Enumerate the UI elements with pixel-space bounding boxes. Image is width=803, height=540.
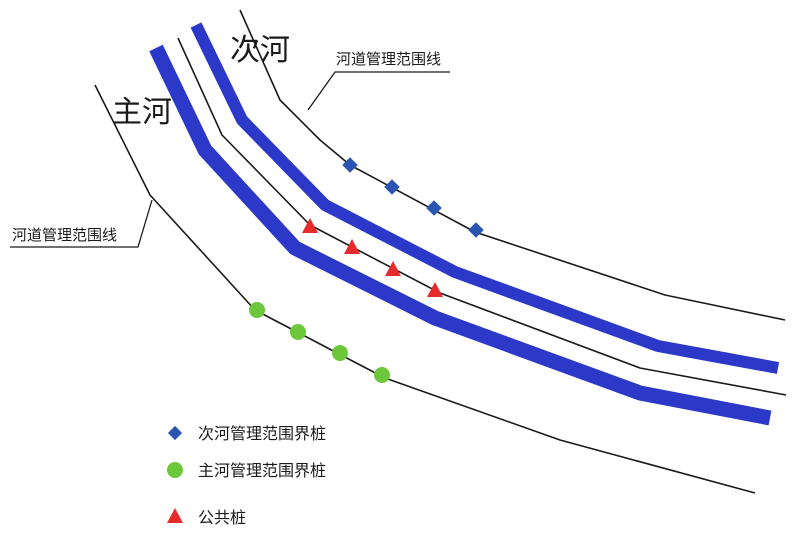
public-markers bbox=[302, 218, 443, 297]
secondary-marker bbox=[384, 179, 400, 195]
left-label-leader bbox=[10, 199, 153, 248]
public-marker bbox=[427, 282, 443, 297]
legend-secondary-icon bbox=[167, 425, 183, 441]
public-marker bbox=[385, 261, 401, 276]
secondary-marker bbox=[468, 222, 484, 238]
secondary-river-band bbox=[190, 22, 780, 374]
main-marker bbox=[332, 345, 348, 361]
legend-secondary-label: 次河管理范围界桩 bbox=[198, 424, 326, 443]
main-river-band bbox=[149, 44, 772, 426]
legend-main-label: 主河管理范围界桩 bbox=[198, 461, 326, 480]
main-river-boundary-line bbox=[94, 84, 756, 494]
main-marker bbox=[290, 324, 306, 340]
main-marker bbox=[374, 367, 390, 383]
secondary-river-boundary-line bbox=[239, 9, 786, 321]
public-marker bbox=[344, 239, 360, 254]
legend-public-label: 公共桩 bbox=[198, 508, 246, 527]
legend-main-icon bbox=[167, 462, 183, 478]
main-marker bbox=[249, 302, 265, 318]
boundary-line-label-left: 河道管理范围线 bbox=[12, 226, 117, 244]
top-label-leader bbox=[307, 71, 450, 111]
boundary-line-label-top: 河道管理范围线 bbox=[336, 50, 441, 68]
main-river-markers bbox=[249, 302, 390, 383]
public-marker bbox=[302, 218, 318, 233]
secondary-river-label: 次河 bbox=[230, 33, 290, 68]
legend: 次河管理范围界桩 主河管理范围界桩 公共桩 bbox=[167, 424, 326, 527]
shared-boundary-line bbox=[177, 37, 787, 396]
main-river-label: 主河 bbox=[112, 95, 172, 130]
legend-public-icon bbox=[167, 508, 183, 523]
